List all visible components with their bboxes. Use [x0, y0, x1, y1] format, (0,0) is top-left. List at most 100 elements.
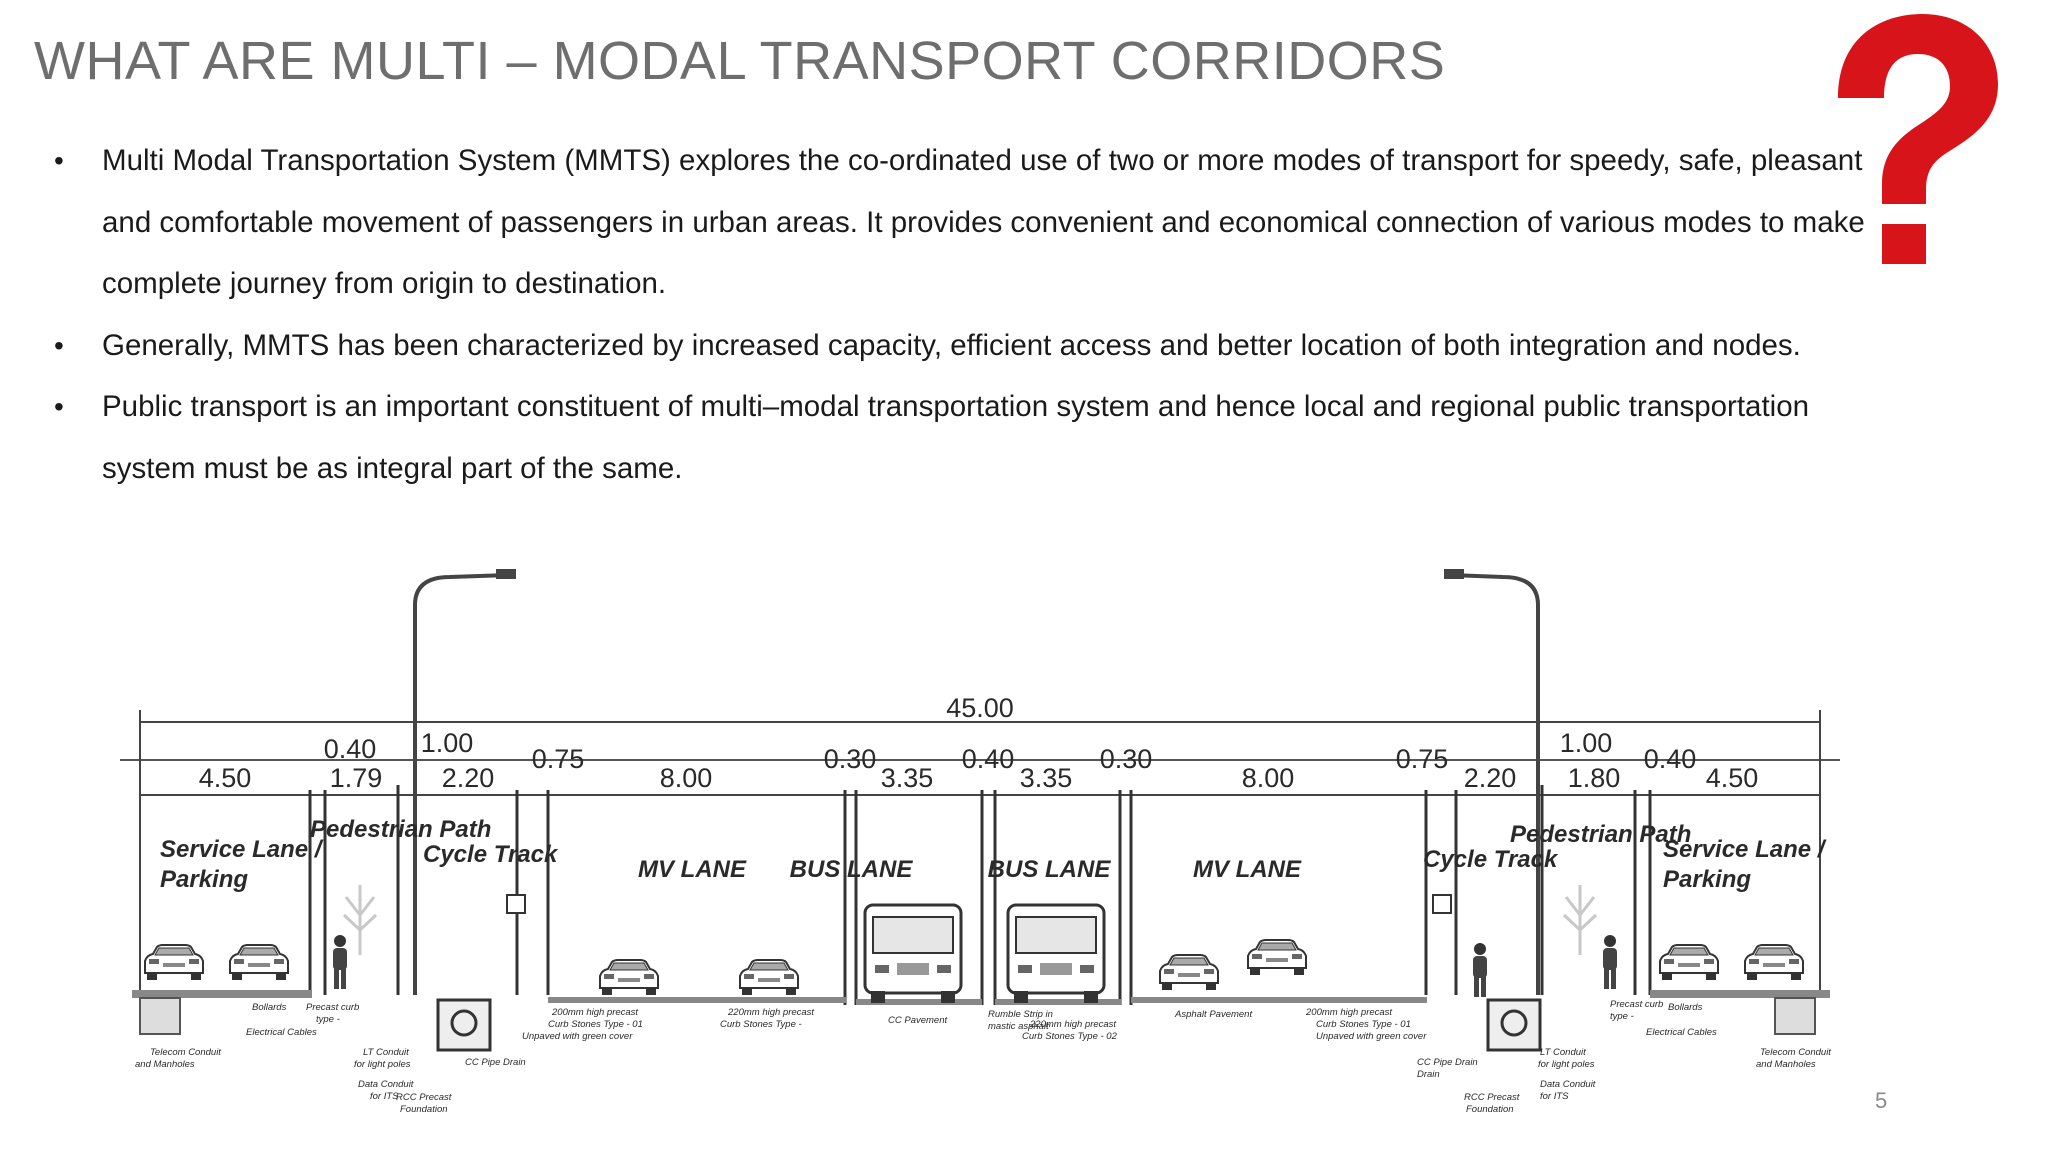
annotation-note: Bollards — [1668, 1002, 1703, 1013]
car-icon — [1159, 954, 1219, 991]
dimension-value: 8.00 — [660, 763, 713, 793]
dimension-value: 1.00 — [421, 728, 474, 758]
dimension-value: 0.75 — [1396, 744, 1449, 774]
zone-label: Pedestrian Path — [310, 816, 491, 843]
road-cross-section-diagram: 45.00 — [120, 569, 1840, 1115]
annotation-note: CC Pipe Drain — [465, 1057, 526, 1068]
annotation-note: Unpaved with green cover — [1316, 1031, 1427, 1042]
road-surfaces — [132, 990, 1830, 1052]
annotation-note: 220mm high precast — [1029, 1019, 1116, 1030]
annotation-note: LT Conduit — [1540, 1047, 1586, 1058]
annotation-note: Foundation — [1466, 1104, 1514, 1115]
annotation-note: CC Pavement — [888, 1015, 947, 1026]
tree-icon — [1562, 883, 1598, 957]
annotation-note: and Manholes — [1756, 1059, 1816, 1070]
slide-title: WHAT ARE MULTI – MODAL TRANSPORT CORRIDO… — [34, 31, 1446, 91]
zone-label: Service Lane / — [1663, 836, 1827, 863]
annotation-notes: Bollards Precast curb type - Electrical … — [135, 999, 1831, 1115]
annotation-note: Telecom Conduit — [1760, 1047, 1831, 1058]
bullet-text: Generally, MMTS has been characterized b… — [102, 328, 1801, 362]
dimension-value: 8.00 — [1242, 763, 1295, 793]
car-icon — [1744, 944, 1804, 981]
annotation-note: and Manholes — [135, 1059, 195, 1070]
annotation-note: RCC Precast — [396, 1092, 452, 1103]
annotation-note: for ITS — [370, 1091, 399, 1102]
annotation-note: Rumble Strip in — [988, 1009, 1053, 1020]
annotation-note: Data Conduit — [1540, 1079, 1596, 1090]
zone-label: BUS LANE — [988, 856, 1112, 883]
annotation-note: Foundation — [400, 1104, 448, 1115]
annotation-note: for ITS — [1540, 1091, 1569, 1102]
dimension-labels: 4.50 0.40 1.79 1.00 2.20 0.75 8.00 0.30 … — [199, 728, 1759, 793]
zone-label: Pedestrian Path — [1510, 821, 1691, 848]
annotation-note: Precast curb — [306, 1002, 359, 1013]
dimension-value: 0.30 — [1100, 744, 1153, 774]
annotation-note: mastic asphalt — [988, 1021, 1049, 1032]
annotation-note: Curb Stones Type - 01 — [1316, 1019, 1411, 1030]
car-icon — [229, 944, 289, 981]
bus-icon — [1006, 903, 1106, 1005]
bus-icon — [863, 903, 963, 1005]
dimension-value: 3.35 — [1020, 763, 1073, 793]
annotation-note: Data Conduit — [358, 1079, 414, 1090]
annotation-note: LT Conduit — [363, 1047, 409, 1058]
dimension-value: 0.40 — [1644, 744, 1697, 774]
annotation-note: Electrical Cables — [246, 1027, 317, 1038]
dimension-value: 0.40 — [324, 734, 377, 764]
question-mark-icon — [1838, 14, 1998, 264]
light-pole-left — [413, 569, 516, 995]
annotation-note: RCC Precast — [1464, 1092, 1520, 1103]
dimension-value: 4.50 — [1706, 763, 1759, 793]
zone-labels: Service Lane / Parking Pedestrian Path C… — [160, 816, 1827, 893]
bullet-item: • Public transport is an important const… — [50, 376, 1880, 499]
dimension-value: 3.35 — [881, 763, 934, 793]
annotation-note: Curb Stones Type - 01 — [548, 1019, 643, 1030]
dimension-value: 2.20 — [442, 763, 495, 793]
slide-number: 5 — [1875, 1088, 1888, 1113]
car-icon — [144, 944, 204, 981]
annotation-note: Telecom Conduit — [150, 1047, 221, 1058]
car-icon — [599, 959, 659, 996]
zone-label: MV LANE — [1193, 856, 1302, 883]
dimension-value: 0.30 — [824, 744, 877, 774]
annotation-note: Unpaved with green cover — [522, 1031, 633, 1042]
zone-label: Cycle Track — [423, 841, 559, 868]
zone-label: Parking — [160, 866, 248, 893]
dimension-value: 4.50 — [199, 763, 252, 793]
car-icon — [1659, 944, 1719, 981]
annotation-note: Curb Stones Type - — [720, 1019, 802, 1030]
dimension-value: 1.80 — [1568, 763, 1621, 793]
light-pole-right — [1444, 569, 1540, 995]
annotation-note: 220mm high precast — [727, 1007, 814, 1018]
annotation-note: Asphalt Pavement — [1174, 1009, 1252, 1020]
bullet-list: • Multi Modal Transportation System (MMT… — [50, 130, 1880, 499]
zone-label: BUS LANE — [790, 856, 914, 883]
cyclist-icon — [1473, 943, 1487, 997]
pedestrian-icon — [1603, 935, 1617, 989]
dimension-value: 1.79 — [330, 763, 383, 793]
bullet-symbol: • — [54, 145, 64, 176]
car-icon — [739, 959, 799, 996]
zone-label: Parking — [1663, 866, 1751, 893]
annotation-note: CC Pipe Drain — [1417, 1057, 1478, 1068]
dimension-value: 2.20 — [1464, 763, 1517, 793]
annotation-note: Precast curb — [1610, 999, 1663, 1010]
annotation-note: type - — [1610, 1011, 1634, 1022]
annotation-note: Bollards — [252, 1002, 287, 1013]
dimension-total: 45.00 — [946, 693, 1014, 723]
bullet-item: • Generally, MMTS has been characterized… — [50, 315, 1880, 377]
dimension-value: 1.00 — [1560, 728, 1613, 758]
tree-icon — [342, 883, 378, 957]
bullet-symbol: • — [54, 329, 64, 361]
bullet-item: • Multi Modal Transportation System (MMT… — [50, 130, 1880, 315]
dimension-value: 0.75 — [532, 744, 585, 774]
annotation-note: for light poles — [1538, 1059, 1595, 1070]
annotation-note: Curb Stones Type - 02 — [1022, 1031, 1118, 1042]
bullet-symbol: • — [54, 391, 64, 422]
annotation-note: Electrical Cables — [1646, 1027, 1717, 1038]
annotation-note: for light poles — [354, 1059, 411, 1070]
lane-dividers — [308, 785, 1652, 1005]
bullet-text: Multi Modal Transportation System (MMTS)… — [102, 144, 1865, 300]
car-icon — [1247, 939, 1307, 976]
pedestrian-icon — [333, 935, 347, 989]
